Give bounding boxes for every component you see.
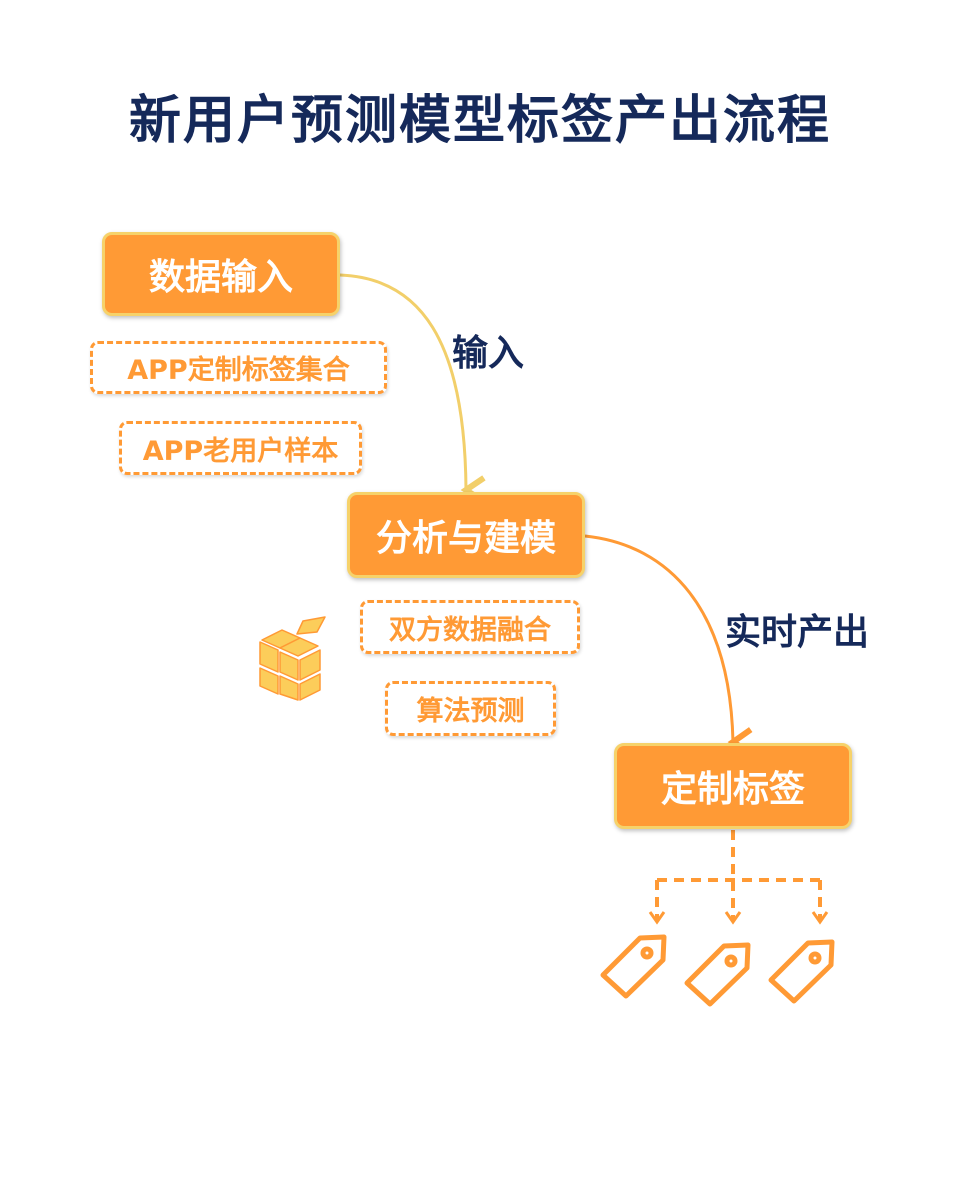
method-data-fusion: 双方数据融合 — [360, 600, 580, 654]
step-data-input: 数据输入 — [102, 232, 340, 316]
tag-icon — [684, 942, 751, 1007]
cube-icon — [259, 616, 326, 701]
tag-icon — [600, 934, 667, 999]
connector-label-realtime-output: 实时产出 — [725, 612, 870, 653]
tag-branch-lines — [655, 830, 822, 920]
step-custom-tags: 定制标签 — [614, 743, 852, 829]
output-connector — [584, 534, 753, 757]
data-source-app-tags: APP定制标签集合 — [90, 341, 387, 394]
data-source-old-users: APP老用户样本 — [119, 421, 362, 475]
connector-label-input: 输入 — [452, 333, 525, 374]
tag-icon — [768, 939, 835, 1004]
method-algorithm-prediction: 算法预测 — [385, 681, 556, 736]
page-title: 新用户预测模型标签产出流程 — [128, 91, 831, 151]
step-analysis-modeling: 分析与建模 — [347, 492, 585, 578]
input-connector — [339, 273, 486, 505]
